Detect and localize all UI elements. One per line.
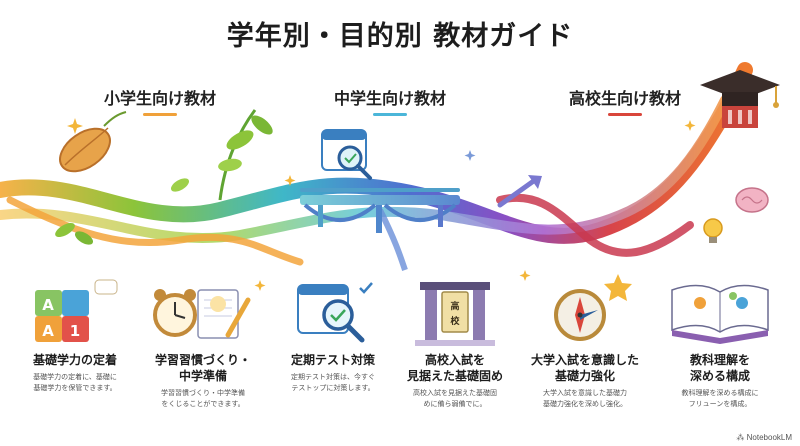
sparkle-decorations: [67, 118, 696, 291]
block-number-1: 1: [70, 322, 80, 340]
stage-label-high-school: 高校生向け教材: [568, 89, 681, 108]
card-desc-line: 大学入試を意識した基礎力: [543, 389, 627, 397]
abc-blocks-icon: [35, 279, 118, 342]
card-desc-line: めに備ら弱備でに。: [423, 400, 487, 408]
card-title-subject-understanding: 教科理解を 深める構成: [655, 352, 785, 384]
card-desc-line: をくじることができます。: [161, 400, 245, 408]
card-desc-line: 基礎力強化を深めし強化。: [543, 400, 627, 408]
card-desc-test-prep: 定期テスト対策は、今すぐ テストップに対策します。: [268, 372, 398, 394]
card-title-line: 高校入試を: [424, 353, 485, 367]
school-sign-top: 高: [450, 300, 459, 312]
card-title-line: 見据えた基礎固め: [406, 369, 503, 383]
card-title-line: 深める構成: [689, 369, 750, 383]
card-title-line: 教科理解を: [689, 353, 750, 367]
stage-underline-high-school: [608, 113, 642, 116]
calendar-search-icon: [321, 129, 372, 180]
card-desc-line: テストップに対策します。: [291, 384, 375, 392]
card-desc-subject-understanding: 教科理解を深める構成に フリューンを構成。: [655, 388, 785, 410]
page-title: 学年別・目的別 教材ガイド: [226, 21, 574, 52]
card-desc-line: 高校入試を見据えた基礎固: [413, 389, 497, 397]
watermark: ⁂ NotebookLM: [736, 433, 792, 442]
card-title-line: 基礎学力の定着: [32, 353, 117, 367]
compass-star-icon: [554, 274, 632, 341]
stage-underline-elementary: [143, 113, 177, 116]
notebooklm-logo-icon: ⁂: [736, 433, 745, 442]
school-sign-bottom: 校: [450, 315, 460, 327]
card-title-test-prep: 定期テスト対策: [268, 352, 398, 368]
card-desc-line: 学習習慣づくり・中学準備: [161, 389, 245, 397]
card-title-study-habits: 学習習慣づくり・ 中学準備: [138, 352, 268, 384]
card-desc-line: 教科理解を深める構成に: [681, 389, 759, 397]
card-desc-line: 基礎学力の定着に、基礎に: [33, 373, 117, 381]
bridge-illustration: [300, 188, 460, 233]
graduation-cap-icon: [700, 70, 780, 128]
card-title-line: 基礎力強化: [554, 369, 615, 383]
card-title-line: 定期テスト対策: [290, 353, 375, 367]
card-desc-study-habits: 学習習慣づくり・中学準備 をくじることができます。: [138, 388, 268, 410]
watermark-text: NotebookLM: [746, 433, 792, 442]
ribbon-branch-right: [496, 193, 694, 257]
ribbon-secondary: [0, 95, 730, 243]
card-title-line: 中学準備: [178, 369, 227, 383]
open-book-gears-icon: [671, 284, 769, 344]
growth-arrow-icon: [497, 175, 542, 208]
card-desc-hs-entrance: 高校入試を見据えた基礎固 めに備ら弱備でに。: [390, 388, 520, 410]
brain-icon: [735, 187, 769, 213]
stage-underline-junior-high: [373, 113, 407, 116]
card-desc-line: フリューンを構成。: [688, 400, 752, 408]
lightbulb-icon: [703, 218, 723, 243]
sprout-icon: [55, 109, 273, 245]
block-letter-a2: A: [42, 322, 54, 340]
stage-label-elementary: 小学生向け教材: [103, 89, 216, 108]
card-title-line: 大学入試を意識した: [530, 353, 639, 367]
card-title-basic-skills: 基礎学力の定着: [10, 352, 140, 368]
ribbon-branch-left: [6, 196, 304, 266]
card-desc-basic-skills: 基礎学力の定着に、基礎に 基礎学力を保管できます。: [10, 372, 140, 394]
calendar-magnifier-icon: [297, 282, 373, 343]
card-desc-line: 定期テスト対策は、今すぐ: [291, 373, 375, 381]
ribbon-drop: [377, 208, 408, 271]
alarm-clock-notebook-icon: [153, 289, 251, 339]
seed-icon: [59, 111, 127, 173]
card-title-univ-entrance: 大学入試を意識した 基礎力強化: [520, 352, 650, 384]
card-title-line: 学習習慣づくり・: [154, 353, 251, 367]
block-letter-a1: A: [42, 296, 54, 314]
card-desc-univ-entrance: 大学入試を意識した基礎力 基礎力強化を深めし強化。: [520, 388, 650, 410]
school-gate-icon: [415, 282, 495, 346]
card-desc-line: 基礎学力を保管できます。: [33, 384, 117, 392]
stage-label-junior-high: 中学生向け教材: [333, 89, 446, 108]
card-title-hs-entrance: 高校入試を 見据えた基礎固め: [390, 352, 520, 384]
